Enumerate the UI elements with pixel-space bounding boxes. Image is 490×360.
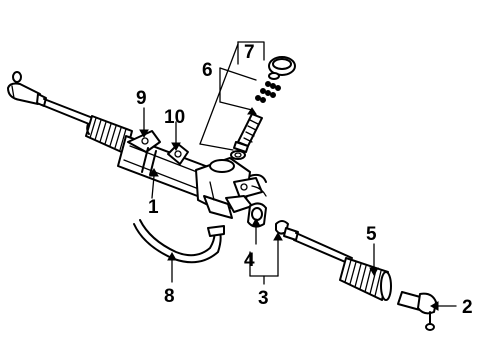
callout-7: 7 — [244, 42, 255, 63]
valve-shaft — [233, 113, 263, 153]
callout-6: 6 — [202, 60, 213, 81]
callout-9: 9 — [136, 88, 147, 109]
mount-bushing — [247, 202, 267, 228]
callout-leaders — [143, 41, 457, 307]
callout-4: 4 — [244, 250, 255, 271]
pressure-hose — [133, 219, 225, 264]
callout-1: 1 — [148, 197, 159, 218]
valve-seal-stack — [255, 72, 281, 103]
right-bellows-boot — [339, 257, 392, 301]
callout-3: 3 — [258, 288, 269, 309]
callout-2: 2 — [462, 297, 473, 318]
callout-8: 8 — [164, 286, 175, 307]
right-tie-rod-end — [397, 291, 437, 331]
left-inner-tie-rod — [41, 98, 99, 127]
callout-labels: 1 2 3 4 5 6 7 8 9 10 — [136, 42, 473, 318]
callout-5: 5 — [366, 224, 377, 245]
right-inner-tie-rod — [275, 220, 353, 265]
callout-arrowheads — [139, 107, 439, 311]
valve-cap — [268, 56, 296, 76]
callout-10: 10 — [164, 107, 185, 128]
valve-seal-ring — [230, 150, 246, 160]
left-tie-rod-end — [7, 71, 47, 107]
